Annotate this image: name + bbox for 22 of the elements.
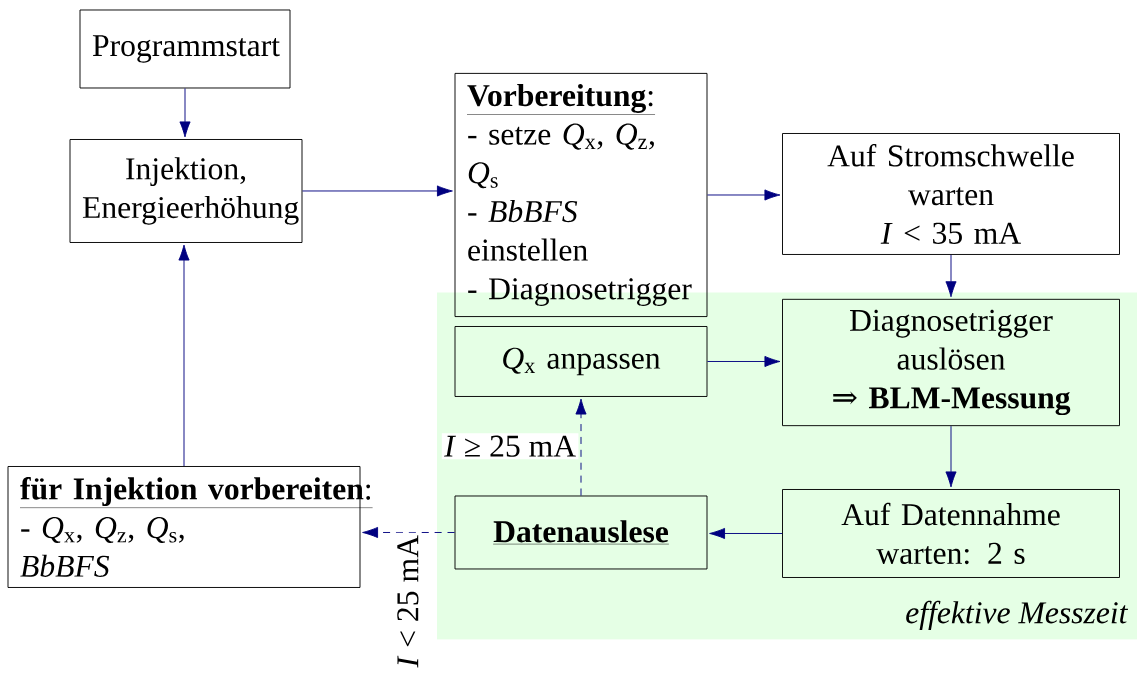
arrow xyxy=(179,88,191,138)
arrow xyxy=(178,244,190,467)
process-box: Programmstart xyxy=(79,9,291,89)
arrow xyxy=(945,425,957,488)
edge-label: I < 25 mA xyxy=(394,532,421,670)
node-label: : xyxy=(366,484,371,500)
arrow xyxy=(707,189,781,201)
process-box: für Injektion vorbereiten: - Q$_{x}$, Q$_{z}$, Q$_{s}$, BbBFS xyxy=(7,466,373,588)
arrow xyxy=(362,526,455,539)
process-box: Injektion, Energieerhöhung xyxy=(69,139,303,243)
arrow xyxy=(575,398,587,496)
process-box: Datenauslese xyxy=(454,495,708,570)
arrow xyxy=(302,185,453,197)
process-box: Auf Stromschwelle warten I < 35 mA xyxy=(782,133,1120,255)
arrow xyxy=(945,254,957,298)
process-box: Diagnosetrigger auslösen ⇒ BLM-Messung xyxy=(782,298,1120,427)
process-box: Vorbereitung: - setze Q$_{x}$, Q$_{z}$, Q$_{s}$ - BbBFS einstellen - Diagnosetrigger xyxy=(454,72,708,318)
edge-label: I ≥ 25 mA xyxy=(441,433,579,460)
arrow xyxy=(707,355,781,368)
arrow xyxy=(709,527,783,540)
process-box: Q$_{x}$ anpassen xyxy=(454,326,708,397)
process-box: Auf Datennahme warten: 2 s xyxy=(782,489,1120,578)
